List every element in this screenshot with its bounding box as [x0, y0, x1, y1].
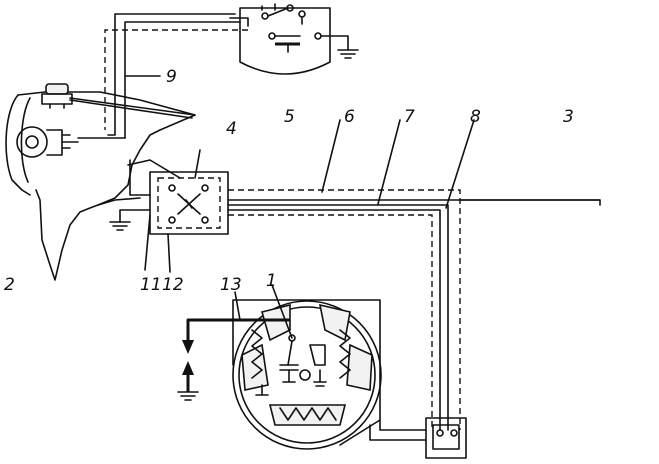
leader-4b	[69, 99, 193, 119]
leader-7	[377, 119, 401, 205]
label-7: 7	[404, 107, 415, 127]
cable-7b	[227, 204, 449, 431]
terminal-block	[369, 417, 467, 459]
label-5: 5	[284, 107, 295, 127]
wire-13-output	[177, 291, 290, 401]
cable-6	[228, 189, 461, 430]
leader-4a	[69, 97, 196, 116]
label-12: 12	[162, 275, 184, 295]
cable-shield-lower	[228, 214, 433, 430]
leader-6	[321, 119, 341, 193]
wire-3	[459, 199, 601, 206]
wire-9-shield	[104, 29, 248, 130]
label-13: 13	[220, 275, 242, 295]
label-6: 6	[344, 107, 355, 127]
label-11: 11	[140, 275, 162, 295]
label-1: 1	[266, 271, 277, 291]
outboard-motor	[5, 91, 196, 281]
label-8: 8	[470, 107, 481, 127]
junction-box	[109, 159, 229, 273]
label-9: 9	[166, 67, 177, 87]
wire-9b	[124, 21, 241, 139]
generator-1	[232, 284, 382, 450]
label-3: 3	[563, 107, 574, 127]
leader-4c	[194, 149, 201, 179]
wire-9a	[107, 13, 236, 136]
ignition-coil-2	[16, 83, 79, 158]
label-4: 4	[226, 119, 237, 139]
label-2: 2	[4, 275, 15, 295]
switch-box-5	[229, 3, 359, 75]
cable-8	[227, 209, 441, 431]
leader-8	[445, 119, 475, 209]
